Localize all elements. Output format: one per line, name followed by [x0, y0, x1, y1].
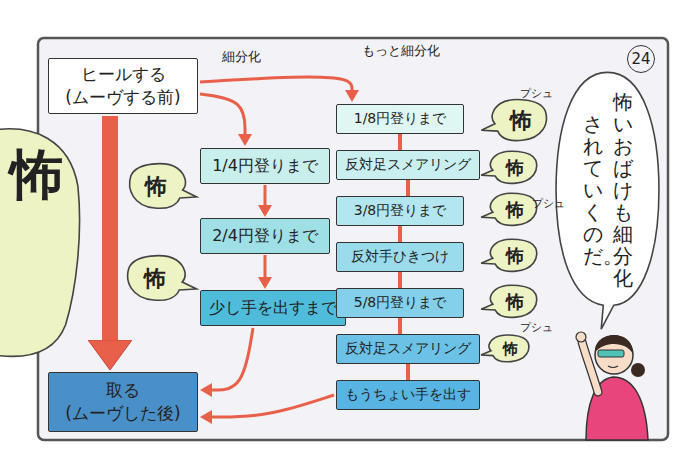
fear-ghost: 怖	[480, 98, 548, 144]
ghost-shape	[0, 129, 80, 357]
step-heading: もっと細分化	[362, 42, 440, 60]
substep-box: もうちょい手を出す	[336, 380, 480, 410]
fear-ghost: 怖	[126, 254, 198, 304]
goal-box: 取る (ムーヴした後)	[48, 372, 198, 432]
step-heading: 細分化	[222, 48, 261, 66]
substep-box: 1/8円登りまで	[336, 104, 464, 134]
ghost-shape	[130, 164, 197, 209]
box-label: 反対足スメアリング	[345, 156, 471, 174]
bubble-shape	[556, 72, 659, 329]
box-label: 1/4円登りまで	[212, 156, 318, 177]
ghost-label: 怖	[503, 340, 518, 359]
box-label: 反対足スメアリング	[345, 340, 471, 358]
flow-arrow	[406, 364, 410, 380]
ghost-shape	[481, 335, 529, 362]
step-box: 2/4円登りまで	[200, 218, 330, 254]
substep-box: 反対足スメアリング	[336, 150, 480, 180]
flow-arrow	[264, 185, 267, 205]
main-arrow	[102, 116, 118, 340]
step-box: 少し手を出すまで	[200, 290, 346, 326]
flow-arrow	[200, 94, 245, 134]
pointing-girl	[576, 332, 648, 440]
ghost-label: 怖	[506, 244, 524, 268]
flow-arrow	[398, 226, 402, 242]
step-box: 1/4円登りまで	[200, 148, 330, 184]
ghost-label: 怖	[144, 264, 166, 294]
box-label: 2/4円登りまで	[212, 226, 318, 247]
flow-arrow	[398, 272, 402, 288]
box-label: 1/8円登りまで	[354, 110, 447, 128]
ghost-label: 怖	[145, 172, 167, 202]
panel-frame	[38, 38, 668, 440]
ghost-shape	[481, 193, 536, 225]
bubble-outline	[555, 70, 660, 310]
substep-box: 反対手ひきつけ	[336, 242, 464, 272]
ghost-label: 怖	[10, 139, 64, 212]
flow-arrow	[264, 255, 267, 277]
flow-arrow	[406, 180, 410, 196]
flow-arrow	[212, 395, 334, 417]
ghost-shape	[481, 285, 536, 317]
ghost-shape	[481, 151, 536, 183]
speech-text: されていくのだ。	[583, 113, 603, 267]
fear-ghost: 怖	[480, 334, 530, 364]
fear-ghost: 怖	[480, 150, 538, 186]
fear-ghost: 怖	[128, 162, 198, 212]
box-label: 取る (ムーヴした後)	[57, 379, 189, 425]
flow-arrow	[212, 328, 253, 390]
ghost-shape	[481, 100, 546, 141]
substep-box: 反対足スメアリング	[336, 334, 480, 364]
sound-effect: プシュ	[520, 86, 553, 101]
box-label: もうちょい手を出す	[345, 386, 471, 404]
flow-arrow	[398, 134, 402, 150]
substep-box: 5/8円登りまで	[336, 288, 464, 318]
fear-ghost: 怖	[480, 192, 538, 228]
ghost-label: 怖	[506, 198, 524, 222]
sound-effect: プシュ	[520, 320, 553, 335]
flow-arrow	[200, 77, 352, 90]
speech-text: 怖いおばけも細分化	[613, 91, 633, 289]
fear-ghost: 怖	[480, 238, 538, 274]
panel-number: 24	[627, 45, 655, 73]
ghost-label: 怖	[510, 106, 532, 136]
substep-box: 3/8円登りまで	[336, 196, 464, 226]
box-label: ヒールする (ムーヴする前)	[57, 63, 189, 109]
flow-arrow	[398, 318, 402, 334]
fear-ghost: 怖	[0, 125, 82, 360]
start-box: ヒールする (ムーヴする前)	[48, 58, 198, 114]
box-label: 反対手ひきつけ	[351, 248, 449, 266]
speech-bubble: 怖いおばけも細分化されていくのだ。	[555, 70, 660, 310]
box-label: 5/8円登りまで	[354, 294, 447, 312]
ghost-label: 怖	[506, 290, 524, 314]
fear-ghost: 怖	[480, 284, 538, 320]
ghost-shape	[481, 239, 536, 271]
sound-effect: プシュ	[532, 196, 565, 211]
ghost-label: 怖	[506, 156, 524, 180]
ghost-shape	[128, 256, 197, 301]
box-label: 3/8円登りまで	[354, 202, 447, 220]
box-label: 少し手を出すまで	[209, 298, 337, 319]
